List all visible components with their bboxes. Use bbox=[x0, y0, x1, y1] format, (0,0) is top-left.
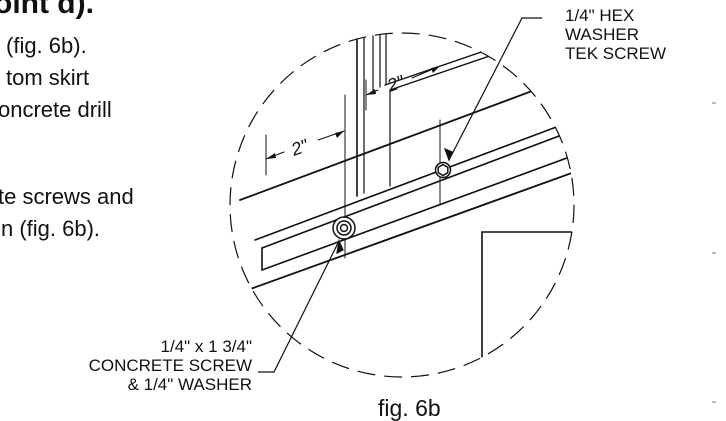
concrete-screw-label: 1/4" x 1 3/4" CONCRETE SCREW & 1/4" WASH… bbox=[89, 337, 252, 394]
hex-label-line-1: 1/4" HEX bbox=[565, 6, 635, 25]
dimension-right: 2" bbox=[384, 71, 409, 96]
instruction-heading: oint d). bbox=[0, 0, 94, 20]
hex-label-line-3: TEK SCREW bbox=[565, 44, 667, 64]
instruction-line-5: n (fig. 6b). bbox=[1, 216, 101, 241]
concrete-label-line-3: & 1/4" WASHER bbox=[127, 375, 252, 395]
concrete-label-line-2: CONCRETE SCREW bbox=[88, 356, 252, 376]
hex-washer-tek-screw bbox=[434, 161, 452, 179]
instruction-line-4: te screws and bbox=[0, 184, 134, 209]
concrete-screw-washer bbox=[332, 216, 356, 240]
callout-leaders bbox=[258, 17, 542, 373]
hex-label-line-2: WASHER bbox=[565, 25, 639, 45]
detail-circle bbox=[229, 32, 575, 378]
instruction-line-1: (fig. 6b). bbox=[6, 33, 87, 58]
hex-washer-tek-screw-label: 1/4" HEX WASHER TEK SCREW bbox=[565, 6, 666, 63]
skirt-fastening-detail-drawing: 2" 2" bbox=[229, 17, 716, 403]
figure-caption: fig. 6b bbox=[378, 395, 441, 421]
concrete-label-line-1: 1/4" x 1 3/4" bbox=[160, 337, 252, 356]
vertical-framing bbox=[356, 33, 561, 197]
ground-step bbox=[481, 231, 574, 377]
edge-ticks bbox=[712, 102, 716, 403]
instruction-line-2: tom skirt bbox=[6, 65, 90, 90]
skirt-panel bbox=[230, 74, 574, 301]
dimension-leaders bbox=[265, 65, 441, 160]
instruction-line-3: oncrete drill bbox=[0, 97, 112, 122]
dimension-left: 2" bbox=[288, 135, 313, 160]
